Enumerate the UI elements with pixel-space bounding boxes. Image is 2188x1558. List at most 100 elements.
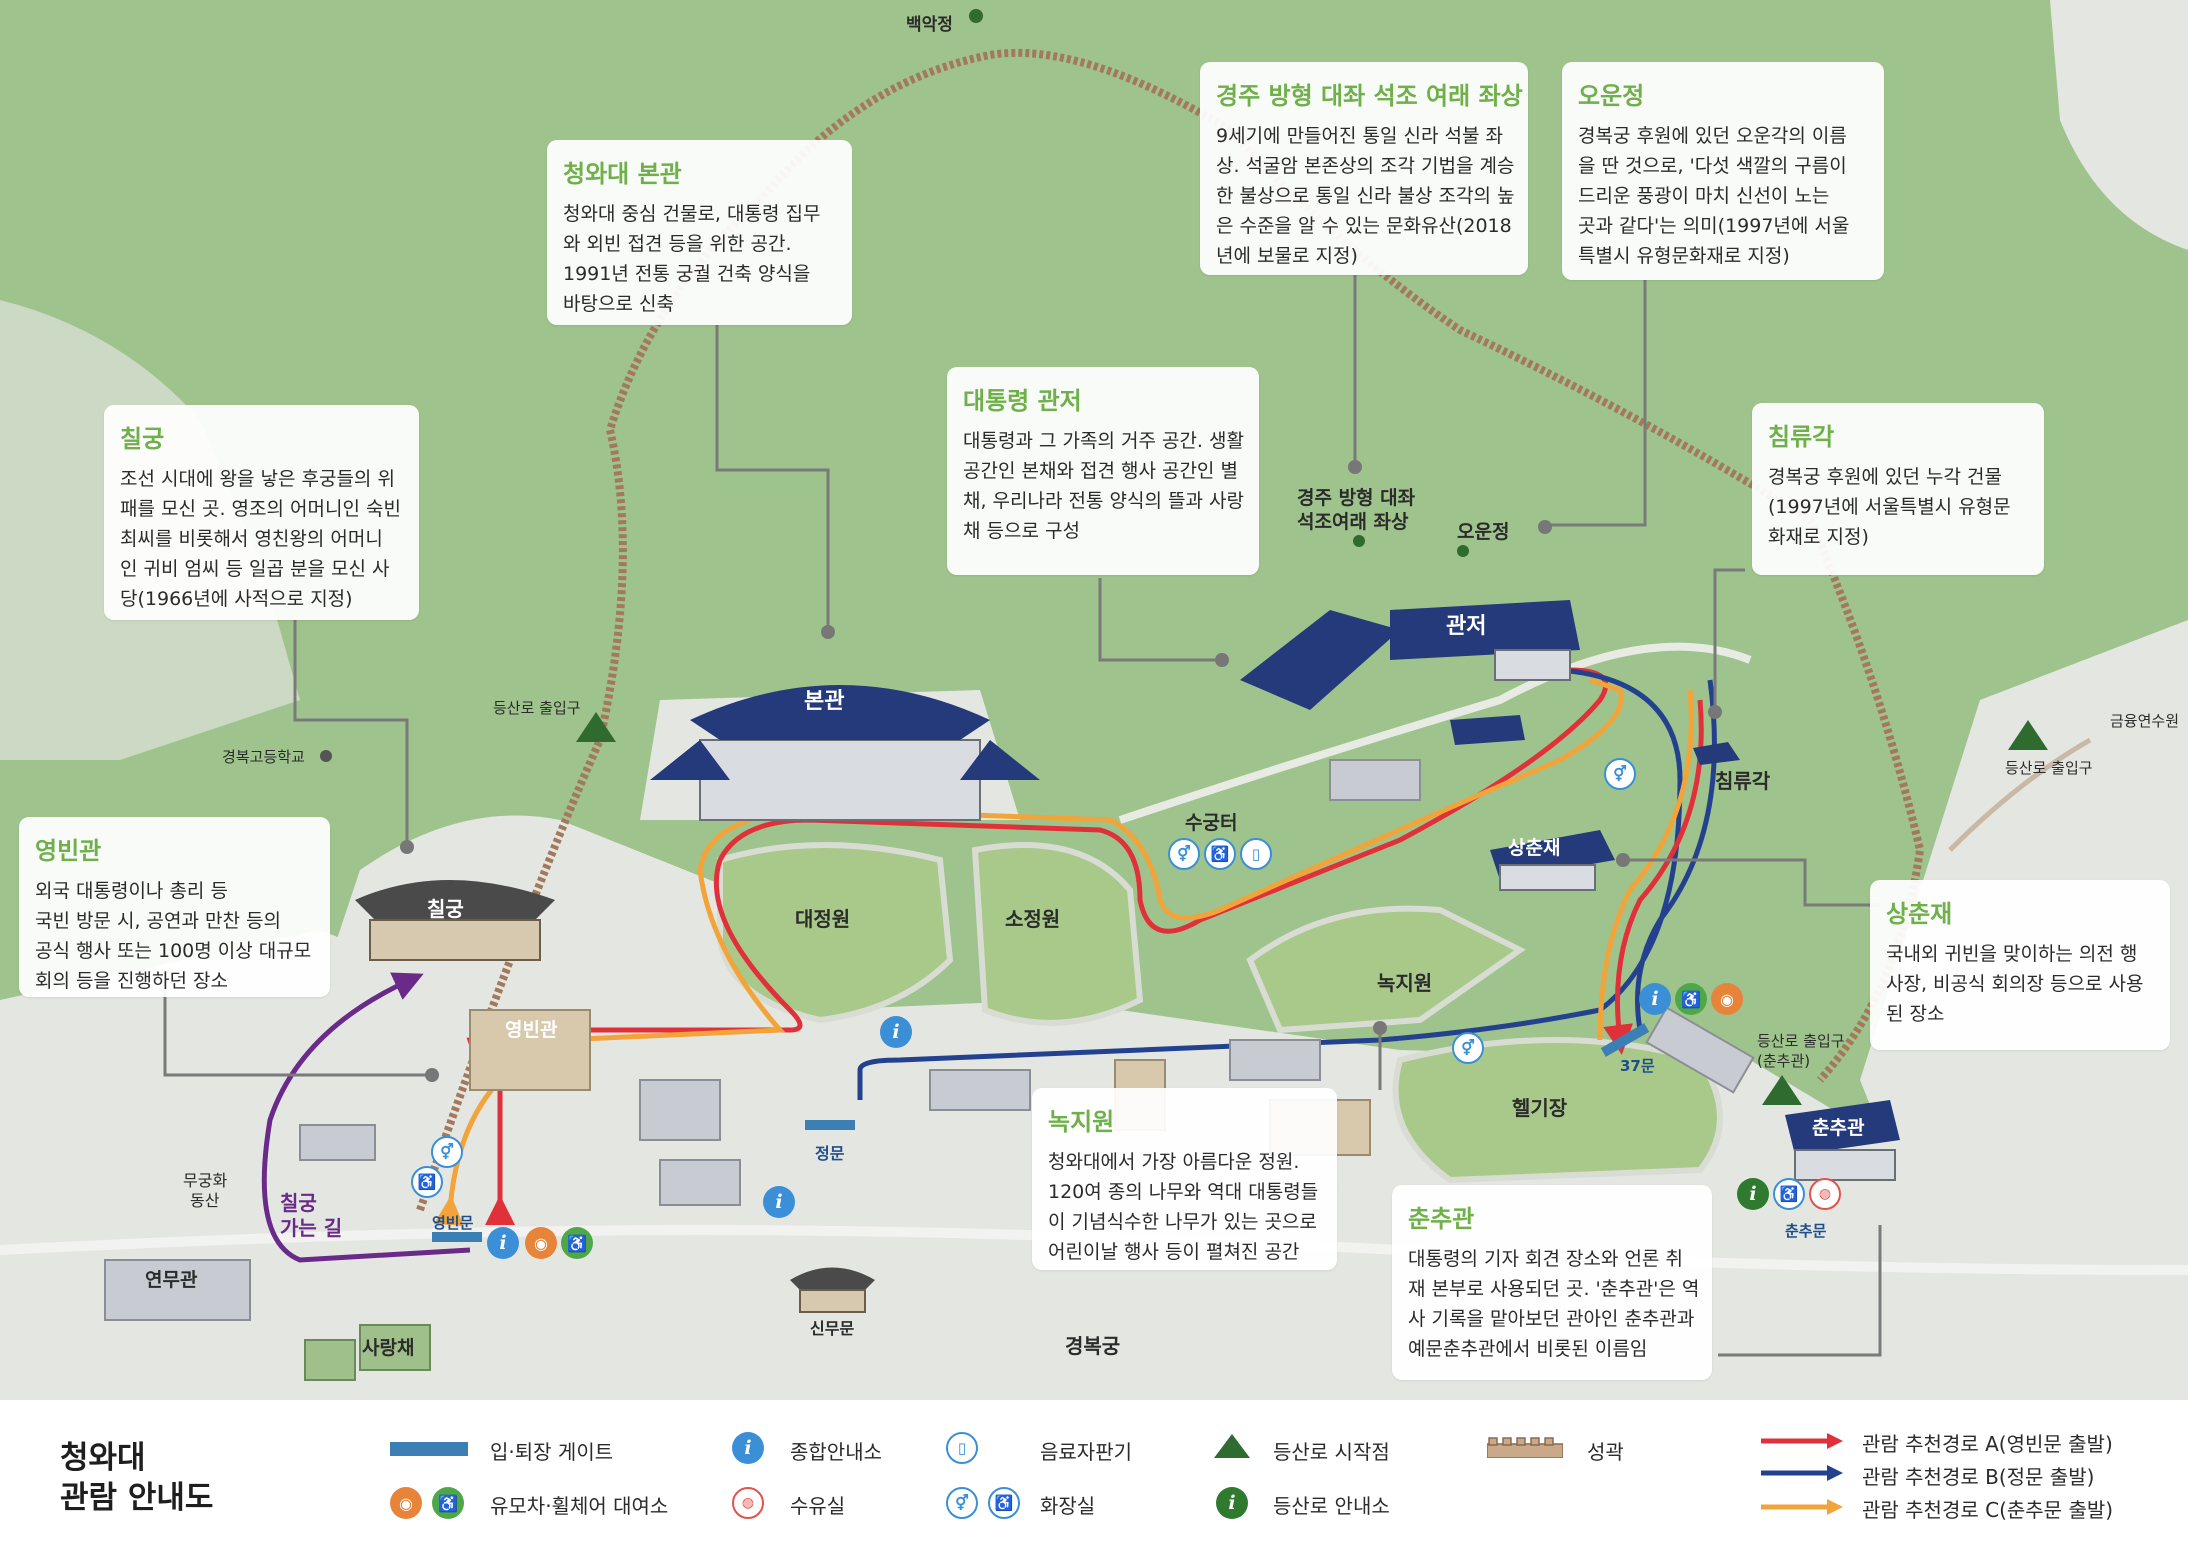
toilet-icon: ⚥ [946, 1487, 978, 1519]
card-ounjeong: 오운정 경복궁 후원에 있던 오운각의 이름 을 딴 것으로, '다섯 색깔의 … [1562, 62, 1884, 280]
chilgung-building [355, 880, 555, 961]
chunchugwan-building [1785, 1100, 1900, 1181]
card-line: 공식 행사 또는 100명 이상 대규모 [35, 940, 312, 962]
card-line: 대통령과 그 가족의 거주 공간. 생활 [963, 430, 1244, 452]
info-icon: i [763, 1186, 795, 1218]
card-line: 특별시 유형문화재로 지정) [1578, 245, 1790, 267]
garden-sojeongwon [971, 842, 1144, 1026]
label-gate37: 37문 [1620, 1057, 1655, 1075]
card-line: 화재로 지정) [1768, 526, 1869, 548]
toilet-icon: ⚥ [1168, 838, 1200, 870]
wheelchair-icon: ♿ [988, 1487, 1020, 1519]
stroller-icon: ◉ [390, 1487, 422, 1519]
card-line: 사 기록을 맡아보던 관아인 춘추관과 [1408, 1308, 1695, 1330]
label-geumyung: 금융연수원 [2110, 712, 2180, 730]
route-b-arrow-icon [1761, 1465, 1843, 1481]
card-line: 국빈 방문 시, 공연과 만찬 등의 [35, 910, 281, 932]
card-title: 경주 방형 대좌 석조 여래 좌상 [1216, 82, 1523, 110]
vending-icon: ▯ [1240, 838, 1272, 870]
sangchunjae-building [1490, 830, 1615, 891]
trail-info-icon: i [1216, 1487, 1248, 1519]
yeongbingwan-building [469, 1009, 591, 1091]
card-line: 인 귀비 엄씨 등 일곱 분을 모신 사 [120, 558, 390, 580]
card-title: 청와대 본관 [563, 160, 682, 188]
label-trailhead-east: 등산로 출입구 [2005, 759, 2093, 777]
card-line: 재 본부로 사용되던 곳. '춘추관'은 역 [1408, 1278, 1700, 1300]
map-area: 백악정 경복고등학교 등산로 출입구 등산로 출입구 금융연수원 경주 방형 대… [0, 0, 2188, 1400]
bldg-label-sangchunjae: 상춘재 [1508, 837, 1561, 859]
nursing-icon: ◍ [1809, 1178, 1841, 1210]
card-chimryugak: 침류각 경복궁 후원에 있던 누각 건물 (1997년에 서울특별시 유형문 화… [1752, 403, 2044, 575]
card-yeongbingwan: 영빈관 외국 대통령이나 총리 등 국빈 방문 시, 공연과 만찬 등의 공식 … [19, 817, 330, 997]
label-chilgung-way-1: 칠궁 [280, 1191, 317, 1215]
trailhead-chunchu-icon [1762, 1075, 1802, 1105]
card-line: 어린이날 행사 등이 펼쳐진 공간 [1048, 1241, 1300, 1263]
gate-yeongbinmun-icon [432, 1232, 482, 1242]
card-line: 바탕으로 신축 [563, 293, 674, 315]
legend-fortress: 성곽 [1587, 1440, 1624, 1464]
gwanjeo-building [1240, 600, 1580, 745]
card-line: 채 등으로 구성 [963, 520, 1080, 542]
vending-icon: ▯ [946, 1432, 978, 1464]
card-line: 곳과 같다'는 의미(1997년에 서울 [1578, 215, 1850, 237]
card-sangchunjae: 상춘재 국내외 귀빈을 맞이하는 의전 행 사장, 비공식 회의장 등으로 사용… [1870, 880, 2170, 1050]
school-dot [320, 750, 332, 762]
bldg-label-chilgung: 칠궁 [427, 897, 464, 921]
info-icon: i [880, 1016, 912, 1048]
card-line: 조선 시대에 왕을 낳은 후궁들의 위 [120, 468, 395, 490]
info-icon: i [1639, 983, 1671, 1015]
fortress-wall [416, 48, 1925, 1212]
card-line: 상. 석굴암 본존상의 조각 기법을 계승 [1216, 155, 1515, 177]
bldg-label-yeonmugwan: 연무관 [145, 1269, 198, 1291]
card-chunchugwan: 춘추관 대통령의 기자 회견 장소와 언론 취 재 본부로 사용되던 곳. '춘… [1392, 1185, 1712, 1380]
label-daejeongwon: 대정원 [795, 907, 851, 931]
legend-gate: 입·퇴장 게이트 [490, 1440, 614, 1464]
area-ne [2050, 0, 2188, 250]
card-title: 대통령 관저 [963, 387, 1082, 415]
route-a-line [466, 667, 1609, 1071]
label-trailhead-chunchu-2: (춘추관) [1757, 1052, 1811, 1070]
label-chunchumun: 춘추문 [1785, 1222, 1827, 1240]
gray-buildings [104, 759, 1755, 1321]
label-trailhead-chunchu-1: 등산로 출입구 [1757, 1032, 1845, 1050]
label-ounjeong: 오운정 [1457, 521, 1510, 543]
baegak-dot [969, 9, 983, 23]
label-mugunghwa-1: 무궁화 [183, 1171, 228, 1190]
card-title: 칠궁 [120, 425, 165, 453]
card-line: 사장, 비공식 회의장 등으로 사용 [1886, 973, 2144, 995]
sinmu-gate-building [790, 1267, 875, 1313]
toilet-icon: ⚥ [1604, 758, 1636, 790]
info-icon: i [487, 1227, 519, 1259]
bldg-label-sarangchae: 사랑채 [362, 1337, 415, 1359]
card-line: 한 불상으로 통일 신라 불상 조각의 높 [1216, 185, 1515, 207]
sarangchae-blocks [304, 1324, 431, 1381]
label-sinmu: 신무문 [810, 1319, 855, 1338]
trail-info-icon: i [1737, 1178, 1769, 1210]
card-line: 이 기념식수한 나무가 있는 곳으로 [1048, 1211, 1317, 1233]
legend-nursing: 수유실 [790, 1494, 846, 1518]
card-bongwan: 청와대 본관 청와대 중심 건물로, 대통령 집무 와 외빈 접견 등을 위한 … [547, 140, 852, 325]
bldg-label-bongwan: 본관 [804, 689, 845, 714]
card-line: 채, 우리나라 전통 양식의 뜰과 사랑 [963, 490, 1244, 512]
wheelchair-icon: ♿ [1773, 1178, 1805, 1210]
label-school: 경복고등학교 [222, 748, 305, 766]
wheelchair-icon: ♿ [1204, 838, 1236, 870]
leader-lines [163, 275, 1882, 1357]
card-line: 120여 종의 나무와 역대 대통령들 [1048, 1181, 1319, 1203]
leader-dots [400, 460, 1722, 1082]
card-line: 년에 보물로 지정) [1216, 245, 1358, 267]
toilet-icon: ⚥ [431, 1136, 463, 1168]
wheelchair-icon: ♿ [411, 1166, 443, 1198]
heliport-lawn [1392, 1037, 1723, 1184]
card-title: 침류각 [1768, 423, 1835, 451]
label-statue-2: 석조여래 좌상 [1297, 511, 1409, 533]
wheelchair-rental-icon: ♿ [561, 1227, 593, 1259]
card-gwanjeo: 대통령 관저 대통령과 그 가족의 거주 공간. 생활 공간인 본채와 접견 행… [947, 367, 1259, 575]
card-chilgung: 칠궁 조선 시대에 왕을 낳은 후궁들의 위 패를 모신 곳. 영조의 어머니인… [104, 405, 419, 620]
label-chimryugak: 침류각 [1715, 769, 1771, 793]
card-nokjiwon: 녹지원 청와대에서 가장 아름다운 정원. 120여 종의 나무와 역대 대통령… [1032, 1088, 1337, 1270]
bldg-label-yeongbingwan: 영빈관 [505, 1019, 558, 1041]
card-title: 오운정 [1578, 82, 1645, 110]
route-a-east [1603, 699, 1704, 1055]
card-title: 영빈관 [35, 837, 102, 865]
